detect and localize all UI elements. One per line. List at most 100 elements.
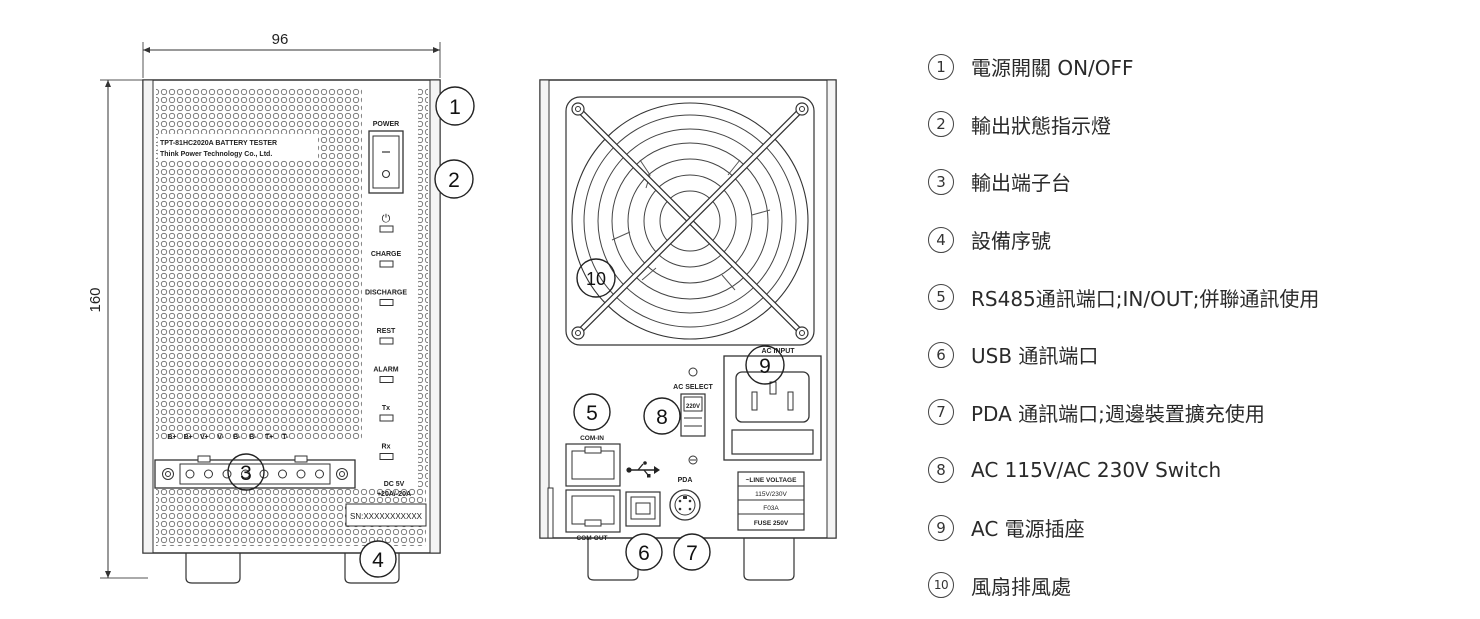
legend-item: 8 AC 115V/AC 230V Switch [928,441,1473,499]
height-dimension: 160 [87,79,148,579]
terminal-label: T+ [265,434,273,441]
terminal-label: T- [282,434,289,441]
pda-label: PDA [678,477,693,484]
switch-value: 220V [686,404,700,410]
legend-item: 3 輸出端子台 [928,153,1473,211]
legend-text: 設備序號 [971,229,1051,254]
callout-6 [625,533,663,571]
terminal-label: V+ [200,434,209,441]
legend-item: 6 USB 通訊端口 [928,326,1473,384]
legend-number: 9 [928,514,954,541]
terminal-label: B+ [184,434,193,441]
callout-4-label: 4 [372,549,384,572]
ac-select-label: AC SELECT [673,384,713,391]
callout-9-label: 9 [759,355,771,378]
model-label: TPT-81HC2020A BATTERY TESTER [160,140,277,147]
legend-number: 8 [928,456,954,483]
terminal-screw [241,469,250,479]
callout-4 [359,540,397,578]
callout-9 [745,345,785,385]
power-indicator-led [379,225,394,233]
indicator-led [379,414,394,422]
legend-text: RS485通訊端口;IN/OUT;併聯通訊使用 [971,286,1320,311]
callout-6-label: 6 [638,542,650,565]
callout-10 [576,258,616,298]
callout-7-label: 7 [686,542,698,565]
legend-item: 9 AC 電源插座 [928,499,1473,557]
terminal-label: B- [233,434,241,441]
terminal-screw [278,469,287,479]
fuse-rating: F03A [763,505,779,512]
serial-label-box [345,503,427,527]
callout-3-label: 3 [240,462,252,485]
serial-number: SN:XXXXXXXXXXX [350,512,423,521]
callout-10-label: 10 [586,269,606,289]
width-dimension: 96 [142,31,441,78]
terminal-label: V- [217,434,224,441]
legend-item: 7 PDA 通訊端口;週邊裝置擴充使用 [928,384,1473,442]
legend-number: 4 [928,226,954,253]
terminal-screw [315,469,324,479]
rear-view: AC SELECT 220V AC INPUT ~LINE VOLTAGE 11… [539,79,837,581]
legend-number: 3 [928,168,954,195]
indicator-label: Rx [382,444,391,451]
legend-text: AC 電源插座 [971,517,1085,542]
front-view: TPT-81HC2020A BATTERY TESTER Think Power… [142,79,441,584]
indicator-led [379,260,394,268]
legend-number: 1 [928,53,954,80]
com-out-label: COM-OUT [576,535,607,542]
callout-8-label: 8 [656,406,668,429]
legend-text: USB 通訊端口 [971,344,1099,369]
indicator-led [379,376,394,383]
callout-1-label: 1 [449,96,461,119]
indicator-led [379,453,394,460]
legend-number: 10 [928,572,954,599]
pda-port [669,489,701,521]
power-indicator-symbol: ⏻ [382,213,391,225]
current-label: +20A/-20A [377,491,411,498]
indicator-label: ALARM [373,367,398,374]
terminal-screw [296,469,306,479]
terminal-screw [222,469,232,479]
line-voltage-box [737,471,805,531]
line-voltage-value: 115V/230V [755,491,787,498]
legend-item: 2 輸出狀態指示燈 [928,96,1473,154]
legend-number: 2 [928,111,954,138]
callout-8 [643,397,681,435]
callout-5 [573,393,611,431]
indicator-label: CHARGE [371,251,402,258]
company-label: Think Power Technology Co., Ltd. [160,151,272,158]
terminal-screw [185,469,195,479]
callout-3 [227,453,265,491]
indicator-label: DISCHARGE [365,290,407,297]
callout-5-label: 5 [586,402,598,425]
callout-2-label: 2 [448,169,460,192]
legend-text: 輸出狀態指示燈 [971,113,1111,138]
width-value: 96 [272,31,289,48]
callout-1 [435,86,475,126]
indicator-label: REST [377,328,396,335]
legend-text: PDA 通訊端口;週邊裝置擴充使用 [971,401,1265,426]
terminal-label: B- [249,434,257,441]
device-drawing: 96 160 TPT-81HC2020A BATTERY TESTER Thin… [87,31,837,584]
indicator-label: Tx [382,405,390,412]
terminal-screw [204,469,213,479]
legend-item: 4 設備序號 [928,211,1473,269]
terminal-label: B+ [167,434,176,441]
legend-text: 輸出端子台 [971,171,1071,196]
dc-label: DC 5V [384,481,405,488]
legend-number: 6 [928,341,954,368]
fan-assembly [565,96,815,346]
line-voltage-title: ~LINE VOLTAGE [746,477,798,484]
indicator-led [379,299,394,306]
legend-text: AC 115V/AC 230V Switch [971,457,1222,482]
usb-icon [626,461,660,478]
fuse-holder [731,429,814,455]
legend-number: 7 [928,399,954,426]
fuse-voltage: FUSE 250V [754,520,789,527]
power-label: POWER [373,121,399,128]
